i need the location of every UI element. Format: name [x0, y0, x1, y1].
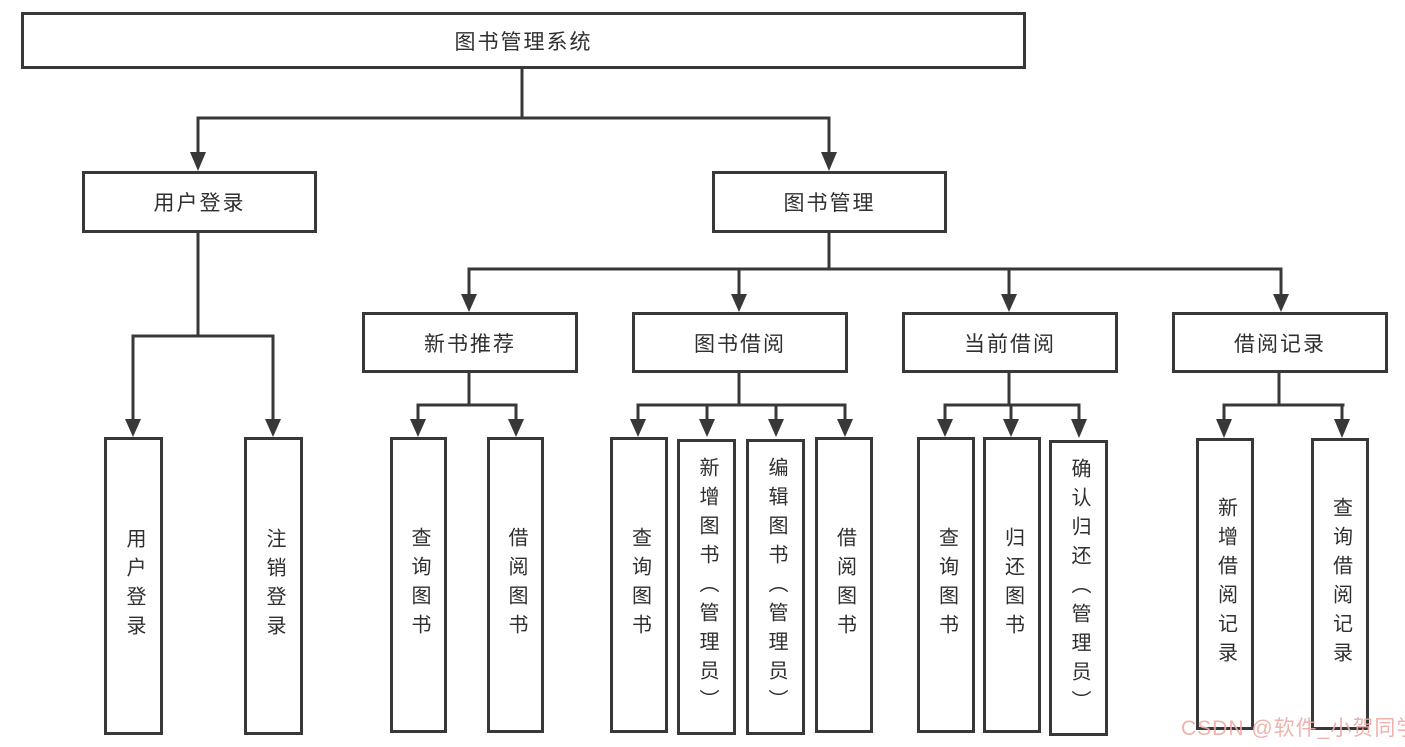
arrowhead [1334, 419, 1350, 438]
connector-current-borrowing-group [937, 373, 1087, 438]
arrowhead [699, 419, 715, 437]
arrowhead [630, 419, 646, 437]
node-label: 确认归还（管理员） [1068, 457, 1090, 719]
leaf-query-books-current: 查询图书 [917, 437, 975, 733]
node-label: 当前借阅 [964, 332, 1056, 356]
arrowhead [265, 419, 281, 437]
node-label: 新增图书（管理员） [696, 456, 718, 718]
csdn-watermark: CSDN @软件_小贺同学 [1181, 717, 1405, 740]
node-label: 查询图书 [628, 527, 651, 643]
node-book-management-system: 图书管理系统 [21, 12, 1026, 69]
node-label: 归还图书 [1001, 527, 1024, 643]
leaf-query-books-recommend: 查询图书 [390, 437, 447, 733]
arrowhead [837, 419, 853, 437]
arrowhead [1071, 419, 1087, 438]
leaf-confirm-return-admin: 确认归还（管理员） [1049, 440, 1108, 736]
leaf-return-books: 归还图书 [983, 437, 1041, 733]
node-label: 借阅图书 [505, 527, 527, 643]
node-label: 借阅图书 [833, 527, 856, 643]
node-label: 编辑图书（管理员） [765, 456, 787, 718]
arrowhead [1273, 294, 1289, 312]
node-label: 图书管理系统 [454, 30, 593, 54]
arrowhead [461, 294, 477, 312]
arrowhead [1216, 419, 1232, 438]
arrowhead [190, 152, 206, 171]
node-label: 借阅记录 [1234, 332, 1326, 356]
leaf-borrow-books-borrowing: 借阅图书 [815, 437, 873, 733]
leaf-add-book-admin: 新增图书（管理员） [677, 439, 736, 735]
node-label: 图书借阅 [694, 332, 786, 356]
arrowhead [1001, 294, 1017, 312]
connector-book-management-group [461, 233, 1289, 312]
node-borrowing-records: 借阅记录 [1172, 312, 1388, 373]
arrowhead [937, 419, 953, 437]
leaf-add-borrow-record: 新增借阅记录 [1196, 438, 1254, 730]
node-label: 查询图书 [935, 527, 958, 643]
arrowhead [768, 419, 784, 437]
arrowhead [125, 419, 141, 437]
node-label: 查询图书 [408, 527, 430, 643]
leaf-user-login: 用户登录 [104, 437, 163, 735]
node-label: 查询借阅记录 [1329, 497, 1352, 671]
arrowhead [410, 419, 426, 437]
node-current-borrowing: 当前借阅 [902, 312, 1118, 373]
arrowhead [1003, 419, 1019, 437]
node-new-book-recommend: 新书推荐 [362, 312, 578, 373]
leaf-logout: 注销登录 [244, 437, 303, 735]
arrowhead [821, 152, 837, 171]
connector-borrowing-records-group [1216, 373, 1350, 438]
node-label: 注销登录 [263, 528, 285, 644]
node-book-borrowing: 图书借阅 [632, 312, 848, 373]
leaf-edit-book-admin: 编辑图书（管理员） [746, 439, 805, 735]
arrowhead [731, 294, 747, 312]
leaf-borrow-books-recommend: 借阅图书 [487, 437, 544, 733]
node-label: 图书管理 [783, 192, 876, 215]
node-user-login: 用户登录 [82, 171, 317, 233]
node-label: 用户登录 [153, 192, 246, 215]
arrowhead [508, 419, 524, 437]
leaf-query-borrow-record: 查询借阅记录 [1311, 438, 1369, 730]
node-label: 新书推荐 [424, 332, 516, 356]
leaf-query-books-borrowing: 查询图书 [610, 437, 668, 733]
node-label: 用户登录 [123, 528, 145, 644]
node-book-management: 图书管理 [712, 171, 947, 233]
node-label: 新增借阅记录 [1214, 497, 1237, 671]
connector-root-to-level1 [190, 69, 837, 171]
connector-book-borrowing-group [630, 373, 853, 437]
connector-new-book-group [410, 373, 524, 437]
connector-user-login-group [125, 233, 281, 437]
